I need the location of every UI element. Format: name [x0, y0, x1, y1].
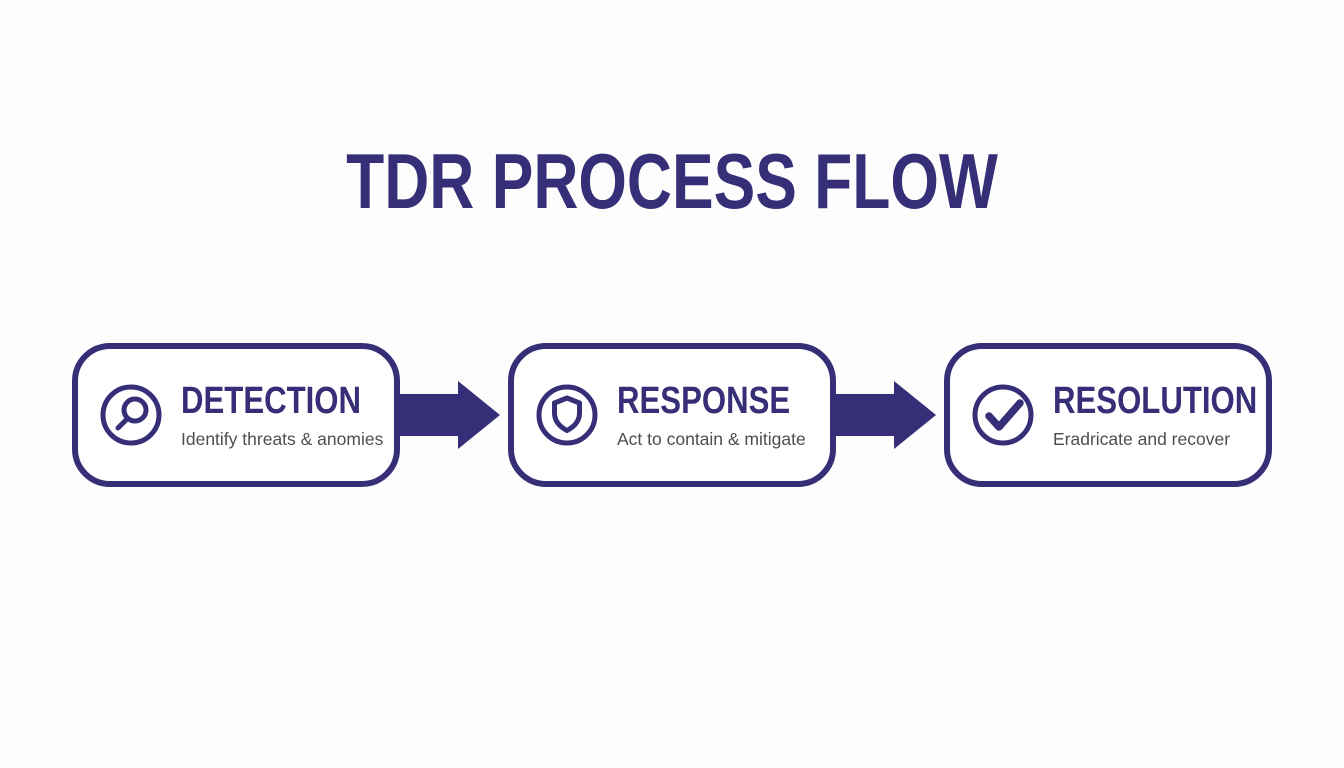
connector-2	[836, 343, 944, 487]
page-title: TDR PROCESS FLOW	[346, 137, 998, 225]
step-text: RESOLUTION Eradricate and recover	[1053, 380, 1302, 450]
step-text: RESPONSE Act to contain & mitigate	[617, 380, 828, 450]
step-box-detection: DETECTION Identify threats & anomies	[72, 343, 400, 487]
arrow-right-icon	[400, 379, 504, 451]
magnifier-circle-icon	[99, 383, 163, 447]
check-circle-icon	[971, 383, 1035, 447]
step-label-resolution: RESOLUTION	[1053, 380, 1258, 423]
connector-1	[400, 343, 508, 487]
shield-circle-icon	[535, 383, 599, 447]
step-box-response: RESPONSE Act to contain & mitigate	[508, 343, 836, 487]
step-label-response: RESPONSE	[617, 380, 791, 423]
step-text: DETECTION Identify threats & anomies	[181, 380, 401, 450]
step-description-response: Act to contain & mitigate	[617, 428, 806, 449]
step-description-detection: Identify threats & anomies	[181, 428, 384, 449]
arrow-right-icon	[836, 379, 940, 451]
step-description-resolution: Eradricate and recover	[1053, 428, 1231, 449]
step-label-detection: DETECTION	[181, 380, 362, 423]
process-flow: DETECTION Identify threats & anomies RES…	[72, 343, 1272, 487]
step-box-resolution: RESOLUTION Eradricate and recover	[944, 343, 1272, 487]
